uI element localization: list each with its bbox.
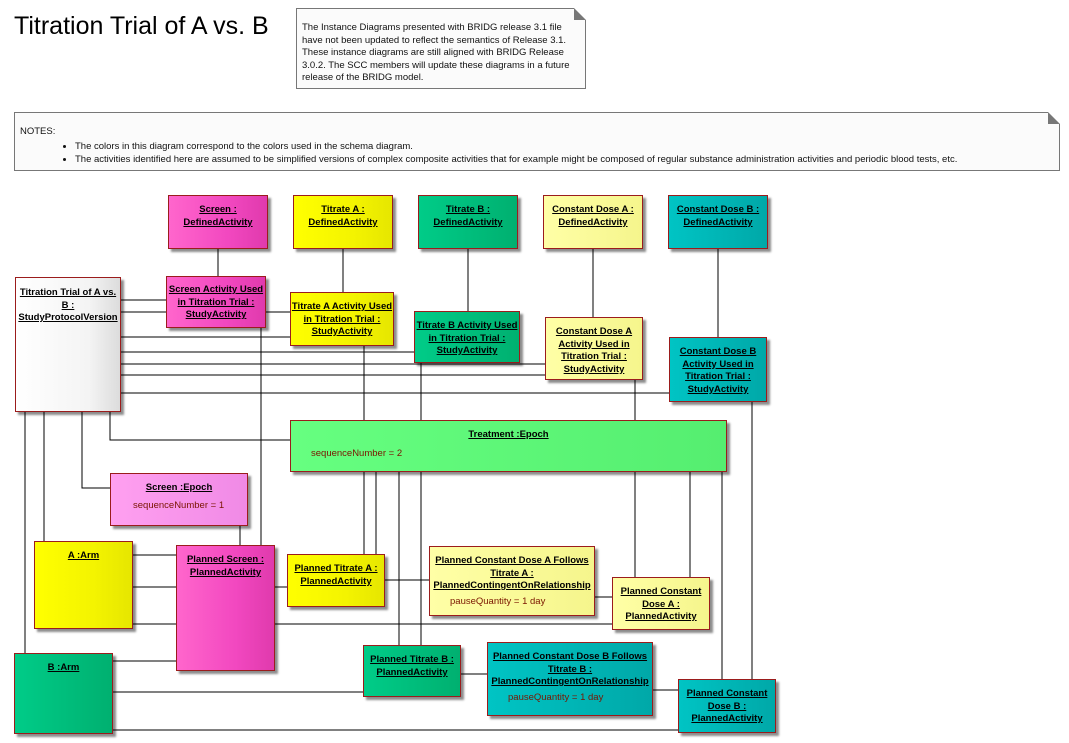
note-item: The colors in this diagram correspond to… xyxy=(75,140,1054,153)
connector xyxy=(109,412,290,441)
notes-list: The colors in this diagram correspond to… xyxy=(20,140,1054,166)
note-fold-corner xyxy=(1048,112,1060,124)
diagram-title: Titration Trial of A vs. B xyxy=(14,12,269,40)
notes-heading: NOTES: xyxy=(20,126,56,137)
titrate-b-defined-activity[interactable]: Titrate B : DefinedActivity xyxy=(418,195,518,249)
note-fold-corner xyxy=(574,8,586,20)
planned-contingent-relationship-b[interactable]: Planned Constant Dose B Follows Titrate … xyxy=(487,642,653,716)
arm-b[interactable]: B :Arm xyxy=(14,653,113,734)
planned-titrate-b[interactable]: Planned Titrate B : PlannedActivity xyxy=(363,645,461,697)
planned-constant-dose-b[interactable]: Planned Constant Dose B : PlannedActivit… xyxy=(678,679,776,733)
release-note: The Instance Diagrams presented with BRI… xyxy=(296,8,586,89)
constant-dose-a-study-activity[interactable]: Constant Dose A Activity Used in Titrati… xyxy=(545,317,643,380)
note-item: The activities identified here are assum… xyxy=(75,153,1054,166)
screen-sequence-number: sequenceNumber = 1 xyxy=(133,499,225,511)
study-protocol-version[interactable]: Titration Trial of A vs. B : StudyProtoc… xyxy=(15,277,121,412)
release-note-text: The Instance Diagrams presented with BRI… xyxy=(302,22,570,83)
planned-contingent-relationship-a[interactable]: Planned Constant Dose A Follows Titrate … xyxy=(429,546,595,616)
relationship-a-pause-quantity: pauseQuantity = 1 day xyxy=(450,595,546,607)
constant-dose-b-study-activity[interactable]: Constant Dose B Activity Used in Titrati… xyxy=(669,337,767,402)
planned-screen[interactable]: Planned Screen : PlannedActivity xyxy=(176,545,275,671)
titrate-a-study-activity[interactable]: Titrate A Activity Used in Titration Tri… xyxy=(290,292,394,346)
treatment-epoch[interactable]: Treatment :Epoch sequenceNumber = 2 xyxy=(290,420,727,472)
arm-a[interactable]: A :Arm xyxy=(34,541,133,629)
planned-titrate-a[interactable]: Planned Titrate A : PlannedActivity xyxy=(287,554,385,607)
titrate-a-defined-activity[interactable]: Titrate A : DefinedActivity xyxy=(293,195,393,249)
planned-constant-dose-a[interactable]: Planned Constant Dose A : PlannedActivit… xyxy=(612,577,710,630)
connector xyxy=(81,412,110,489)
constant-dose-a-defined-activity[interactable]: Constant Dose A : DefinedActivity xyxy=(543,195,643,249)
relationship-b-pause-quantity: pauseQuantity = 1 day xyxy=(508,691,604,703)
screen-study-activity[interactable]: Screen Activity Used in Titration Trial … xyxy=(166,276,266,328)
notes-box: NOTES: The colors in this diagram corres… xyxy=(14,112,1060,171)
treatment-sequence-number: sequenceNumber = 2 xyxy=(311,447,403,459)
screen-defined-activity[interactable]: Screen : DefinedActivity xyxy=(168,195,268,249)
titrate-b-study-activity[interactable]: Titrate B Activity Used in Titration Tri… xyxy=(414,311,520,363)
constant-dose-b-defined-activity[interactable]: Constant Dose B : DefinedActivity xyxy=(668,195,768,249)
screen-epoch[interactable]: Screen :Epoch sequenceNumber = 1 xyxy=(110,473,248,526)
